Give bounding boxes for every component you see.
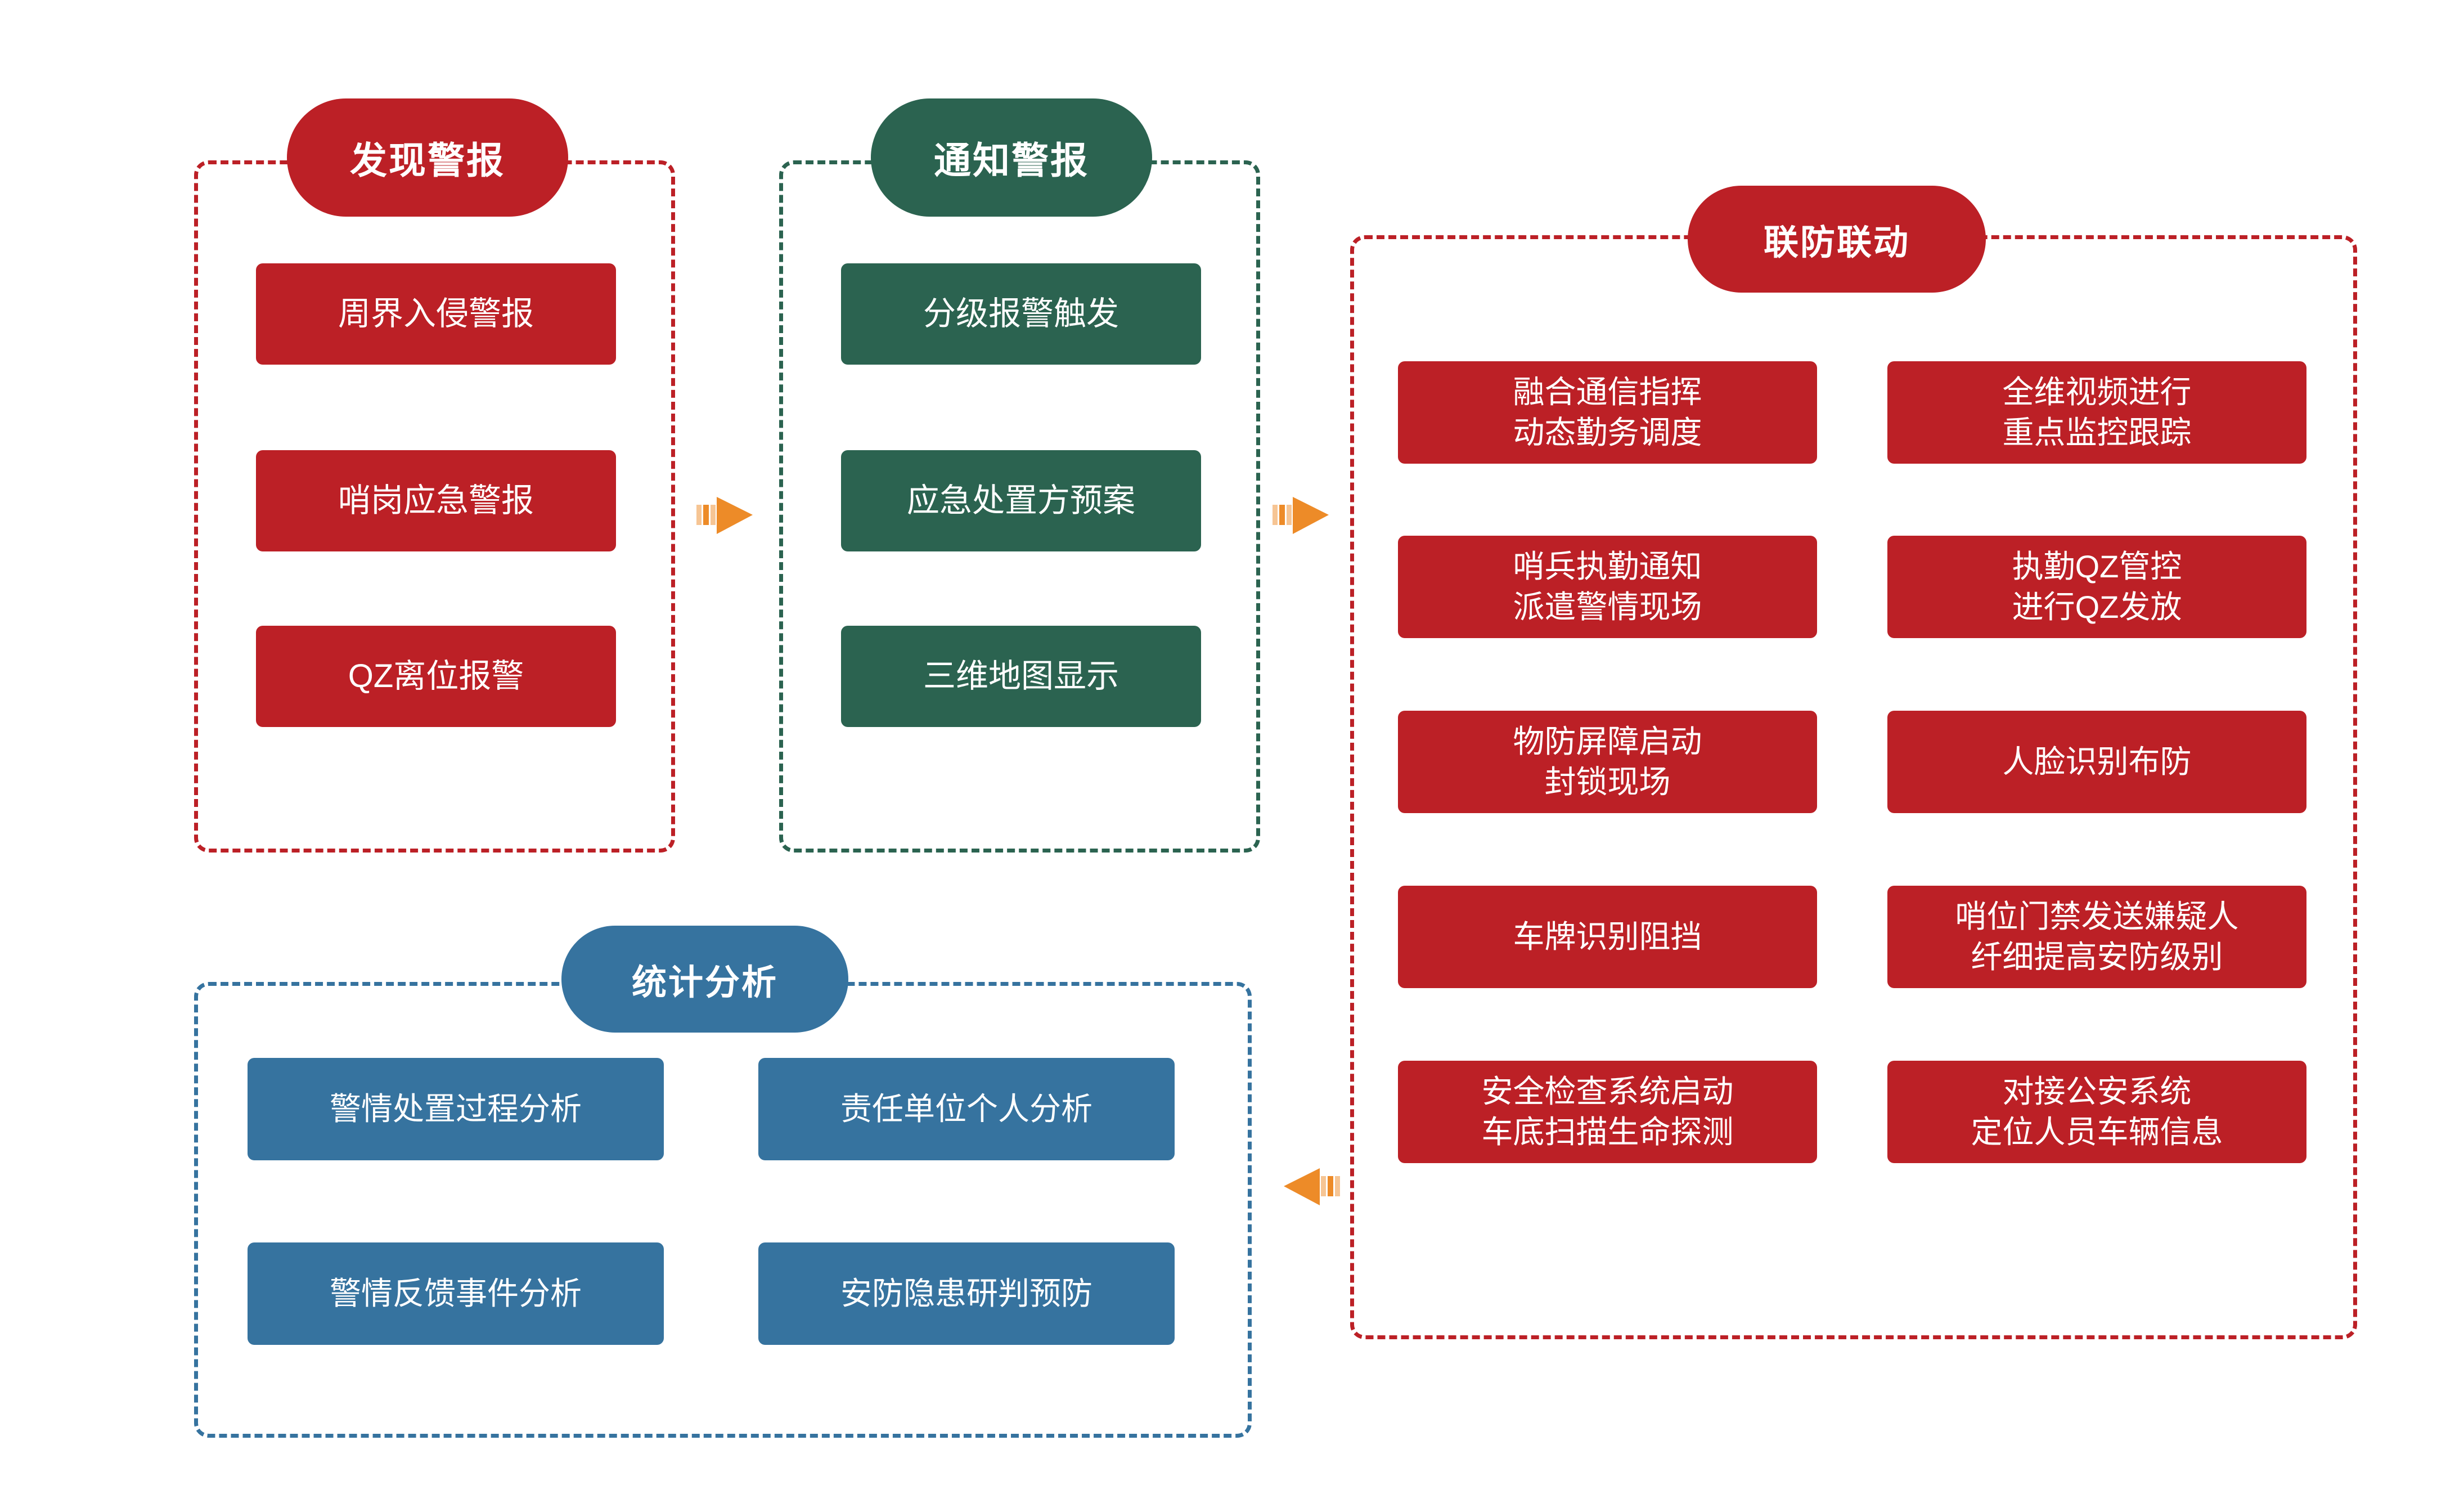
box-notify-alarm-1[interactable]: 分级报警触发 [841, 263, 1201, 365]
group-header-discover-alarm[interactable]: 发现警报 [287, 98, 568, 217]
box-discover-alarm-2[interactable]: 哨岗应急警报 [256, 450, 616, 551]
group-header-joint-defense[interactable]: 联防联动 [1688, 186, 1986, 293]
box-discover-alarm-1[interactable]: 周界入侵警报 [256, 263, 616, 365]
box-joint-defense-r4[interactable]: 哨位门禁发送嫌疑人 纤细提高安防级别 [1887, 886, 2306, 988]
box-joint-defense-r5[interactable]: 对接公安系统 定位人员车辆信息 [1887, 1061, 2306, 1163]
arrow-notify-to-joint [1273, 487, 1334, 543]
box-statistical-analysis-l1[interactable]: 警情处置过程分析 [248, 1058, 664, 1160]
box-statistical-analysis-l2[interactable]: 警情反馈事件分析 [248, 1242, 664, 1345]
arrow-joint-to-statistics [1278, 1158, 1340, 1214]
box-discover-alarm-3[interactable]: QZ离位报警 [256, 626, 616, 727]
box-joint-defense-l2[interactable]: 哨兵执勤通知 派遣警情现场 [1398, 536, 1817, 638]
box-notify-alarm-3[interactable]: 三维地图显示 [841, 626, 1201, 727]
box-joint-defense-l1[interactable]: 融合通信指挥 动态勤务调度 [1398, 361, 1817, 464]
box-joint-defense-l5[interactable]: 安全检查系统启动 车底扫描生命探测 [1398, 1061, 1817, 1163]
box-joint-defense-l4[interactable]: 车牌识别阻挡 [1398, 886, 1817, 988]
box-joint-defense-r1[interactable]: 全维视频进行 重点监控跟踪 [1887, 361, 2306, 464]
box-notify-alarm-2[interactable]: 应急处置方预案 [841, 450, 1201, 551]
box-statistical-analysis-r2[interactable]: 安防隐患研判预防 [758, 1242, 1175, 1345]
box-statistical-analysis-r1[interactable]: 责任单位个人分析 [758, 1058, 1175, 1160]
group-panel-statistical-analysis [194, 982, 1252, 1438]
group-header-notify-alarm[interactable]: 通知警报 [871, 98, 1152, 217]
box-joint-defense-r3[interactable]: 人脸识别布防 [1887, 711, 2306, 813]
box-joint-defense-l3[interactable]: 物防屏障启动 封锁现场 [1398, 711, 1817, 813]
box-joint-defense-r2[interactable]: 执勤QZ管控 进行QZ发放 [1887, 536, 2306, 638]
group-header-statistical-analysis[interactable]: 统计分析 [561, 926, 848, 1033]
arrow-discover-to-notify [696, 487, 758, 543]
